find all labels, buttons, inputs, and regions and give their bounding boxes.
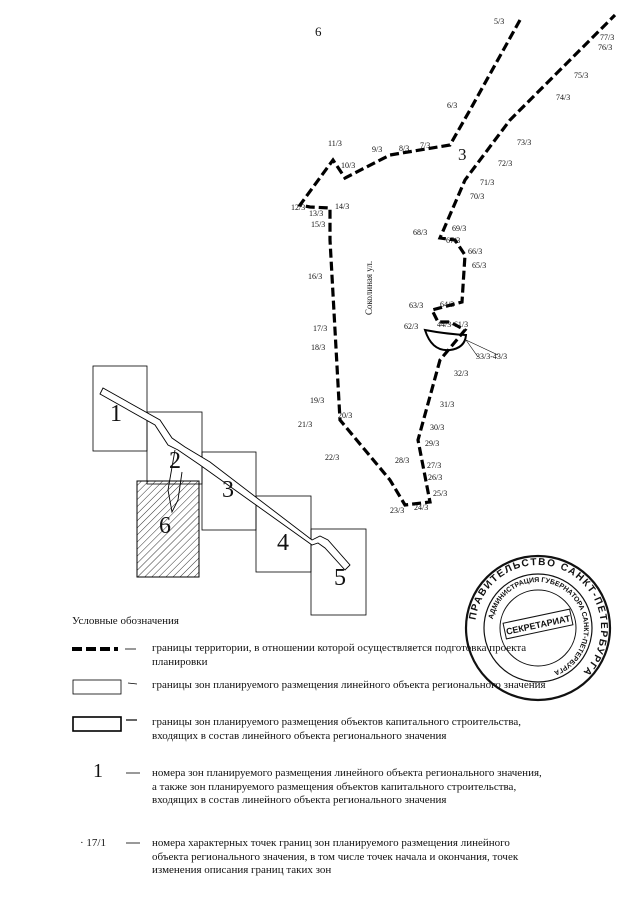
point-label: 25/3 xyxy=(433,489,447,498)
point-label: 26/3 xyxy=(428,473,442,482)
point-label: 44/3-61/3 xyxy=(437,320,468,329)
point-label: 33/3-43/3 xyxy=(476,352,507,361)
linear-zones xyxy=(92,365,367,616)
point-label: 30/3 xyxy=(430,423,444,432)
point-label: 12/3 xyxy=(291,203,305,212)
point-label: 72/3 xyxy=(498,159,512,168)
official-stamp: ПРАВИТЕЛЬСТВО САНКТ-ПЕТЕРБУРГА АДМИНИСТР… xyxy=(464,554,612,702)
linear-object-corridor xyxy=(99,387,351,571)
point-label: 70/3 xyxy=(470,192,484,201)
zone-number: 4 xyxy=(277,530,289,556)
point-label: 16/3 xyxy=(308,272,322,281)
zone-number: 6 xyxy=(159,513,171,539)
zone-rect-1 xyxy=(92,365,148,452)
connector-line xyxy=(167,449,183,514)
point-label: 15/3 xyxy=(311,220,325,229)
zone-rect-5 xyxy=(310,528,367,616)
zone-number: 1 xyxy=(110,401,122,427)
sheet-number: 6 xyxy=(315,24,322,39)
legend-rect-symbol-2 xyxy=(72,716,122,732)
point-label: 74/3 xyxy=(556,93,570,102)
point-label: 5/3 xyxy=(494,17,504,26)
pointer-line xyxy=(465,339,479,358)
zone-number: 2 xyxy=(169,448,181,474)
point-label: 18/3 xyxy=(311,343,325,352)
point-label: 11/3 xyxy=(328,139,342,148)
point-label: 73/3 xyxy=(517,138,531,147)
point-label: 28/3 xyxy=(395,456,409,465)
point-label: 62/3 xyxy=(404,322,418,331)
point-label: 63/3 xyxy=(409,301,423,310)
point-label: 66/3 xyxy=(468,247,482,256)
point-label: 9/3 xyxy=(372,145,382,154)
point-label: 7/3 xyxy=(420,141,430,150)
territory-boundary xyxy=(297,13,617,507)
point-label: 67/3 xyxy=(446,236,460,245)
point-label: 71/3 xyxy=(480,178,494,187)
street-label: Соколиная ул. xyxy=(364,261,374,315)
legend-rect-symbol-1 xyxy=(72,679,122,695)
zone-numbers: 1 2 3 4 5 6 xyxy=(110,401,346,591)
point-label: 10/3 xyxy=(341,161,355,170)
point-label: 68/3 xyxy=(413,228,427,237)
point-label: 8/3 xyxy=(399,144,409,153)
pointer-line-2 xyxy=(465,339,499,356)
zone-rect-2 xyxy=(146,411,203,485)
point-label: 32/3 xyxy=(454,369,468,378)
point-label: 17/3 xyxy=(313,324,327,333)
point-label: 29/3 xyxy=(425,439,439,448)
zone-number: 5 xyxy=(334,565,346,591)
legend-symbols xyxy=(72,647,140,844)
point-label: 22/3 xyxy=(325,453,339,462)
point-label: 64/3 xyxy=(440,300,454,309)
zone-rect-3 xyxy=(201,451,257,531)
point-label: 6/3 xyxy=(447,101,457,110)
point-label: 77/3 xyxy=(600,33,614,42)
boundary-loop xyxy=(423,328,468,352)
point-label: 24/3 xyxy=(414,503,428,512)
point-label: 27/3 xyxy=(427,461,441,470)
point-label: 20/3 xyxy=(338,411,352,420)
point-label: 31/3 xyxy=(440,400,454,409)
point-label: 76/3 xyxy=(598,43,612,52)
point-label: 69/3 xyxy=(452,224,466,233)
point-label: 23/3 xyxy=(390,506,404,515)
zone-rect-6 xyxy=(136,480,200,578)
point-label: 14/3 xyxy=(335,202,349,211)
point-label: 21/3 xyxy=(298,420,312,429)
boundary-point-labels: 5/3 77/3 76/3 75/3 74/3 73/3 72/3 71/3 7… xyxy=(291,17,614,515)
point-label: 13/3 xyxy=(309,209,323,218)
zone-number: 3 xyxy=(222,477,234,503)
point-label: 19/3 xyxy=(310,396,324,405)
point-label: 75/3 xyxy=(574,71,588,80)
area-number: 3 xyxy=(458,145,467,164)
point-label: 65/3 xyxy=(472,261,486,270)
